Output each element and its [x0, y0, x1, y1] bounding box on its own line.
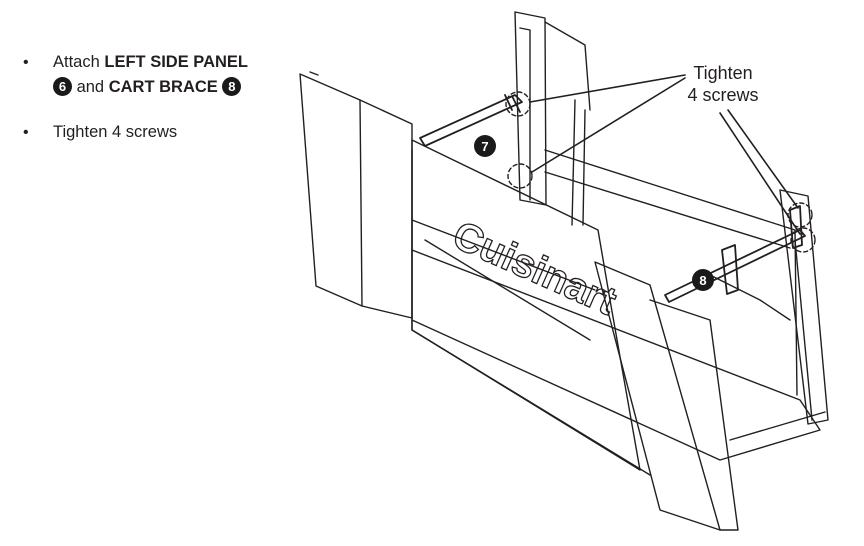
callout-line: 4 screws [687, 85, 759, 105]
screw-highlight [507, 163, 533, 189]
svg-text:8: 8 [699, 273, 706, 288]
tighten-callout: Tighten 4 screws [680, 62, 766, 106]
step-text: Tighten 4 screws [53, 123, 178, 141]
part-name-cart-brace: CART BRACE [108, 78, 218, 96]
part-name-left-side-panel: LEFT SIDE PANEL [104, 53, 248, 71]
instruction-step-tighten: • Tighten 4 screws [22, 120, 262, 145]
screw-highlight [505, 91, 531, 117]
right-side-panel [594, 261, 739, 531]
callout-leaders [529, 74, 801, 235]
part-number-badge: 6 [53, 77, 72, 96]
bullet: • [23, 124, 29, 141]
instruction-list: • Attach LEFT SIDE PANEL 6 and CART BRAC… [22, 50, 262, 165]
lower-shelf [411, 249, 826, 461]
part-marker-7: 7 [474, 135, 496, 157]
part-number-badge: 8 [222, 77, 242, 96]
screw-highlight [790, 227, 816, 253]
left-side-panel [299, 71, 413, 319]
step-text: and [72, 78, 109, 96]
instruction-step-attach: • Attach LEFT SIDE PANEL 6 and CART BRAC… [22, 50, 262, 100]
left-brace [419, 94, 523, 147]
front-panel [411, 139, 651, 476]
svg-text:7: 7 [481, 139, 488, 154]
step-text: Attach [53, 53, 105, 71]
callout-line: Tighten [693, 63, 753, 83]
bullet: • [23, 54, 29, 71]
part-marker-8: 8 [692, 269, 714, 291]
